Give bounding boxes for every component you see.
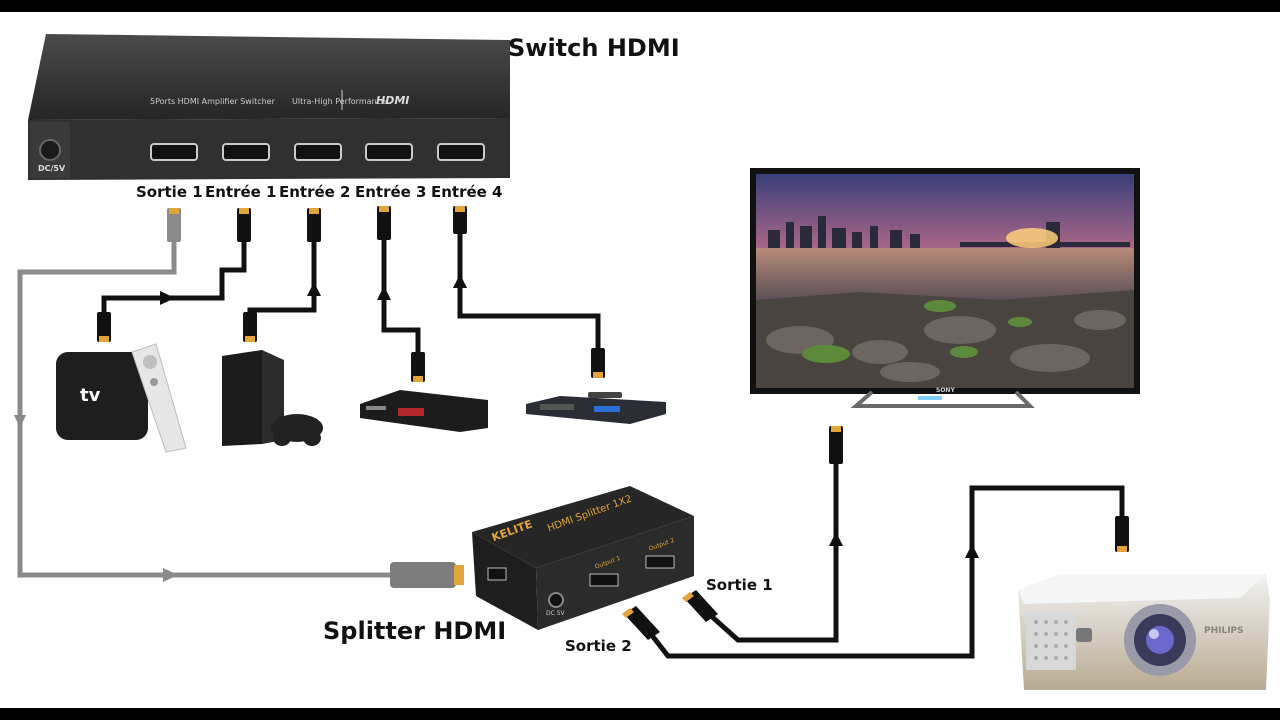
splitter-title: Splitter HDMI	[323, 617, 507, 645]
switch-model-text-2: 5Ports HDMI Amplifier Switcher	[150, 97, 275, 106]
output-label-sortie1: Sortie 1	[706, 576, 773, 594]
arrow-right-grey	[163, 568, 178, 582]
cable-entree4	[457, 232, 601, 355]
arrow-to-projector	[965, 544, 979, 558]
splitter-input-port	[487, 567, 507, 581]
switch-port-entree3	[365, 143, 413, 161]
grey-connector-top	[167, 208, 181, 242]
grey-hdmi-cable	[17, 240, 390, 578]
arrow-down-grey	[14, 415, 26, 428]
arrow-to-tv	[829, 532, 843, 546]
switch-port-sortie1	[150, 143, 198, 161]
port-label-entree3: Entrée 3	[355, 183, 427, 201]
projector-device	[1018, 574, 1270, 690]
splitter-power-jack	[548, 592, 564, 608]
switch-power-label: DC/5V	[38, 164, 66, 173]
port-label-entree2: Entrée 2	[279, 183, 351, 201]
top-border	[0, 0, 1280, 12]
port-label-entree1: Entrée 1	[205, 183, 277, 201]
cable-sortie1-to-tv	[698, 462, 839, 643]
splitter-power-label: DC 5V	[546, 610, 565, 617]
grey-connector-splitter	[390, 562, 456, 588]
splitter-output1-port	[589, 573, 619, 587]
cable-entree3	[381, 240, 421, 360]
switch-title: Switch HDMI	[508, 34, 680, 62]
apple-tv-logo: tv	[80, 385, 101, 406]
av-receiver-device	[526, 392, 666, 424]
projector-brand: PHILIPS	[1204, 626, 1244, 636]
apple-tv-device	[56, 343, 187, 453]
cable-sortie2-to-projector	[638, 485, 1125, 659]
port-label-sortie1: Sortie 1	[136, 183, 203, 201]
hdmi-splitter-device	[472, 486, 694, 630]
cable-entree2	[247, 240, 317, 320]
switch-port-entree2	[294, 143, 342, 161]
set-top-box-device	[360, 390, 488, 432]
arrow-entree3	[377, 286, 391, 300]
switch-power-jack	[39, 139, 61, 161]
bottom-border	[0, 708, 1280, 720]
television-device	[750, 168, 1140, 408]
arrow-entree1	[160, 291, 175, 305]
port-label-entree4: Entrée 4	[431, 183, 503, 201]
cable-entree1	[101, 240, 247, 320]
arrow-entree4	[453, 274, 467, 288]
switch-model-text: Ultra-High Performance	[292, 97, 386, 106]
tv-brand: SONY	[936, 387, 955, 394]
playstation-device	[222, 350, 323, 446]
hdmi-switch-device	[28, 34, 510, 180]
switch-port-entree1	[222, 143, 270, 161]
switch-port-entree4	[437, 143, 485, 161]
splitter-output2-port	[645, 555, 675, 569]
switch-brand-logo: HDMI	[376, 94, 410, 107]
arrow-entree2	[307, 282, 321, 296]
output-label-sortie2: Sortie 2	[565, 637, 632, 655]
